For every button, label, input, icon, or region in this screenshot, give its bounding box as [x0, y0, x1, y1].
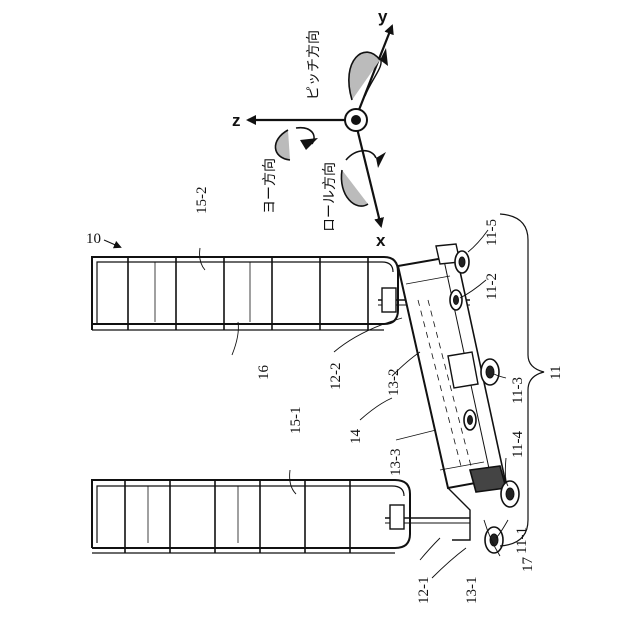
coordinate-system: z y x ピッチ方向 ロール方向 ヨー方向 [232, 7, 392, 250]
label-13-3: 13-3 [388, 449, 404, 477]
yaw-rotation-arrow [275, 128, 318, 160]
label-12-2: 12-2 [328, 363, 344, 391]
yaw-direction-label: ヨー方向 [262, 158, 278, 214]
caster-11-2 [450, 290, 462, 310]
z-axis-label: z [232, 111, 241, 130]
caster-11-3 [481, 359, 499, 385]
label-11-4: 11-4 [510, 431, 526, 458]
caster-11-4 [501, 481, 519, 507]
figure-number-label: 10 [86, 231, 101, 247]
y-axis-label: y [378, 7, 388, 26]
caster-middle [464, 410, 476, 430]
label-11-1: 11-1 [514, 527, 530, 554]
x-axis-arrow [355, 120, 381, 226]
x-axis-label: x [376, 231, 386, 250]
label-13-2: 13-2 [386, 369, 402, 397]
label-11: 11 [548, 366, 564, 380]
figure-number-arrow [104, 240, 120, 247]
origin-dot [351, 115, 361, 125]
caster-11-5 [455, 251, 469, 273]
label-11-2: 11-2 [484, 273, 500, 300]
ladder-frame-15-2 [92, 257, 398, 330]
ladder-frame-15-1 [92, 480, 410, 553]
roll-direction-label: ロール方向 [322, 162, 338, 232]
pitch-direction-label: ピッチ方向 [306, 30, 322, 100]
label-17: 17 [520, 557, 536, 573]
label-15-1: 15-1 [288, 407, 304, 435]
label-12-1: 12-1 [416, 577, 432, 605]
label-11-3: 11-3 [510, 377, 526, 404]
label-11-5: 11-5 [484, 219, 500, 246]
label-14: 14 [348, 429, 364, 445]
label-13-1: 13-1 [464, 577, 480, 605]
label-15-2: 15-2 [194, 187, 210, 215]
pitch-rotation-arrow [349, 48, 388, 100]
label-16: 16 [256, 365, 272, 381]
